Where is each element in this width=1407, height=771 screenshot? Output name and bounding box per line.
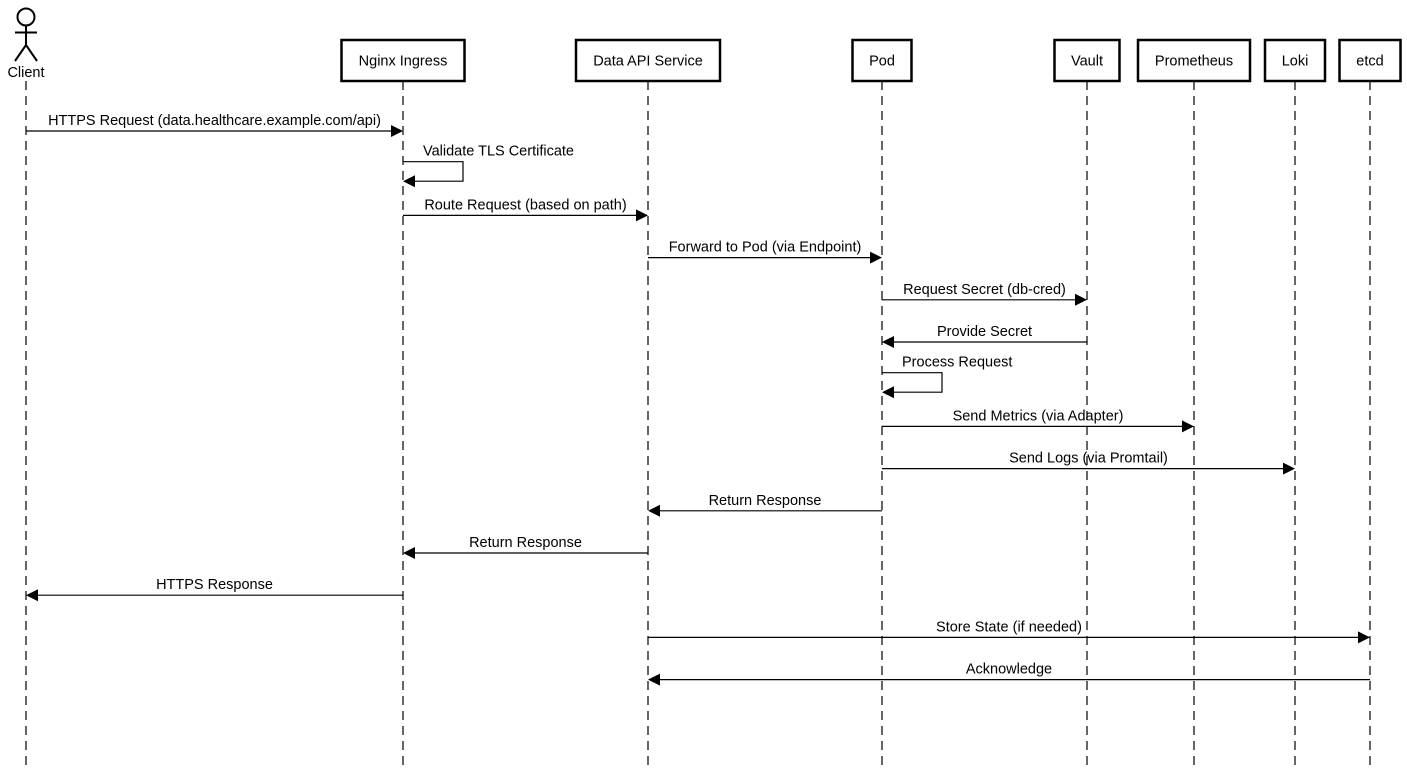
message-1: HTTPS Request (data.healthcare.example.c… (26, 113, 403, 137)
participant-label-api: Data API Service (593, 54, 703, 70)
arrowhead (648, 673, 660, 686)
message-line (403, 161, 464, 182)
participant-pod: Pod (851, 38, 913, 83)
message-label: Send Logs (via Promtail) (1009, 451, 1168, 467)
participant-etcd: etcd (1338, 38, 1402, 83)
arrowhead (648, 504, 660, 517)
message-label: Request Secret (db-cred) (903, 282, 1066, 298)
participant-box-prometheus (1136, 38, 1252, 83)
message-8: Send Metrics (via Adapter) (882, 408, 1194, 433)
arrowhead (882, 386, 894, 399)
message-label: Send Metrics (via Adapter) (953, 408, 1124, 424)
participant-box-api (574, 38, 722, 83)
actor-label-client: Client (7, 65, 44, 81)
participant-label-pod: Pod (869, 54, 895, 70)
participant-box-etcd (1338, 38, 1402, 83)
message-7: Process Request (882, 355, 1012, 399)
message-label: Return Response (469, 535, 582, 551)
message-label: HTTPS Response (156, 577, 273, 593)
message-label: Return Response (709, 493, 822, 509)
participant-loki: Loki (1263, 38, 1327, 83)
message-label: Acknowledge (966, 662, 1052, 678)
message-2: Validate TLS Certificate (403, 144, 574, 188)
message-11: Return Response (403, 535, 648, 559)
participant-nginx: Nginx Ingress (340, 38, 466, 83)
arrowhead (26, 589, 38, 602)
arrowhead (636, 209, 648, 222)
message-4: Forward to Pod (via Endpoint) (648, 240, 882, 264)
arrowhead (391, 125, 403, 137)
arrowhead (403, 175, 415, 188)
arrowhead (403, 547, 415, 559)
participant-box-pod (851, 38, 913, 83)
message-6: Provide Secret (882, 324, 1087, 348)
message-label: Store State (if needed) (936, 619, 1082, 635)
participant-label-etcd: etcd (1356, 54, 1383, 70)
messages: HTTPS Request (data.healthcare.example.c… (26, 113, 1370, 686)
participant-box-nginx (340, 38, 466, 83)
message-13: Store State (if needed) (648, 619, 1370, 644)
participant-prometheus: Prometheus (1136, 38, 1252, 83)
message-10: Return Response (648, 493, 882, 517)
message-label: Process Request (902, 355, 1012, 371)
arrowhead (882, 336, 894, 348)
message-line (882, 372, 943, 393)
message-12: HTTPS Response (26, 577, 403, 602)
arrowhead (870, 251, 882, 264)
message-label: Forward to Pod (via Endpoint) (669, 240, 862, 256)
message-9: Send Logs (via Promtail) (882, 451, 1295, 475)
message-label: HTTPS Request (data.healthcare.example.c… (48, 113, 381, 129)
arrowhead (1283, 462, 1295, 475)
participant-api: Data API Service (574, 38, 722, 83)
client-actor: Client (7, 7, 45, 81)
participant-box-loki (1263, 38, 1327, 83)
message-3: Route Request (based on path) (403, 197, 648, 222)
participant-label-prometheus: Prometheus (1155, 54, 1233, 70)
stick-figure-icon (14, 7, 38, 62)
participants: Nginx Ingress Data API Service Pod Vault Pro… (340, 38, 1402, 83)
arrowhead (1075, 293, 1087, 306)
participant-label-loki: Loki (1282, 54, 1309, 70)
arrowhead (1358, 631, 1370, 644)
participant-label-nginx: Nginx Ingress (359, 54, 448, 70)
message-14: Acknowledge (648, 662, 1370, 686)
message-label: Route Request (based on path) (424, 197, 626, 213)
message-5: Request Secret (db-cred) (882, 282, 1087, 306)
participant-box-vault (1053, 38, 1121, 83)
message-label: Validate TLS Certificate (423, 144, 574, 160)
participant-label-vault: Vault (1071, 54, 1103, 70)
message-label: Provide Secret (937, 324, 1032, 340)
arrowhead (1182, 420, 1194, 433)
participant-vault: Vault (1053, 38, 1121, 83)
